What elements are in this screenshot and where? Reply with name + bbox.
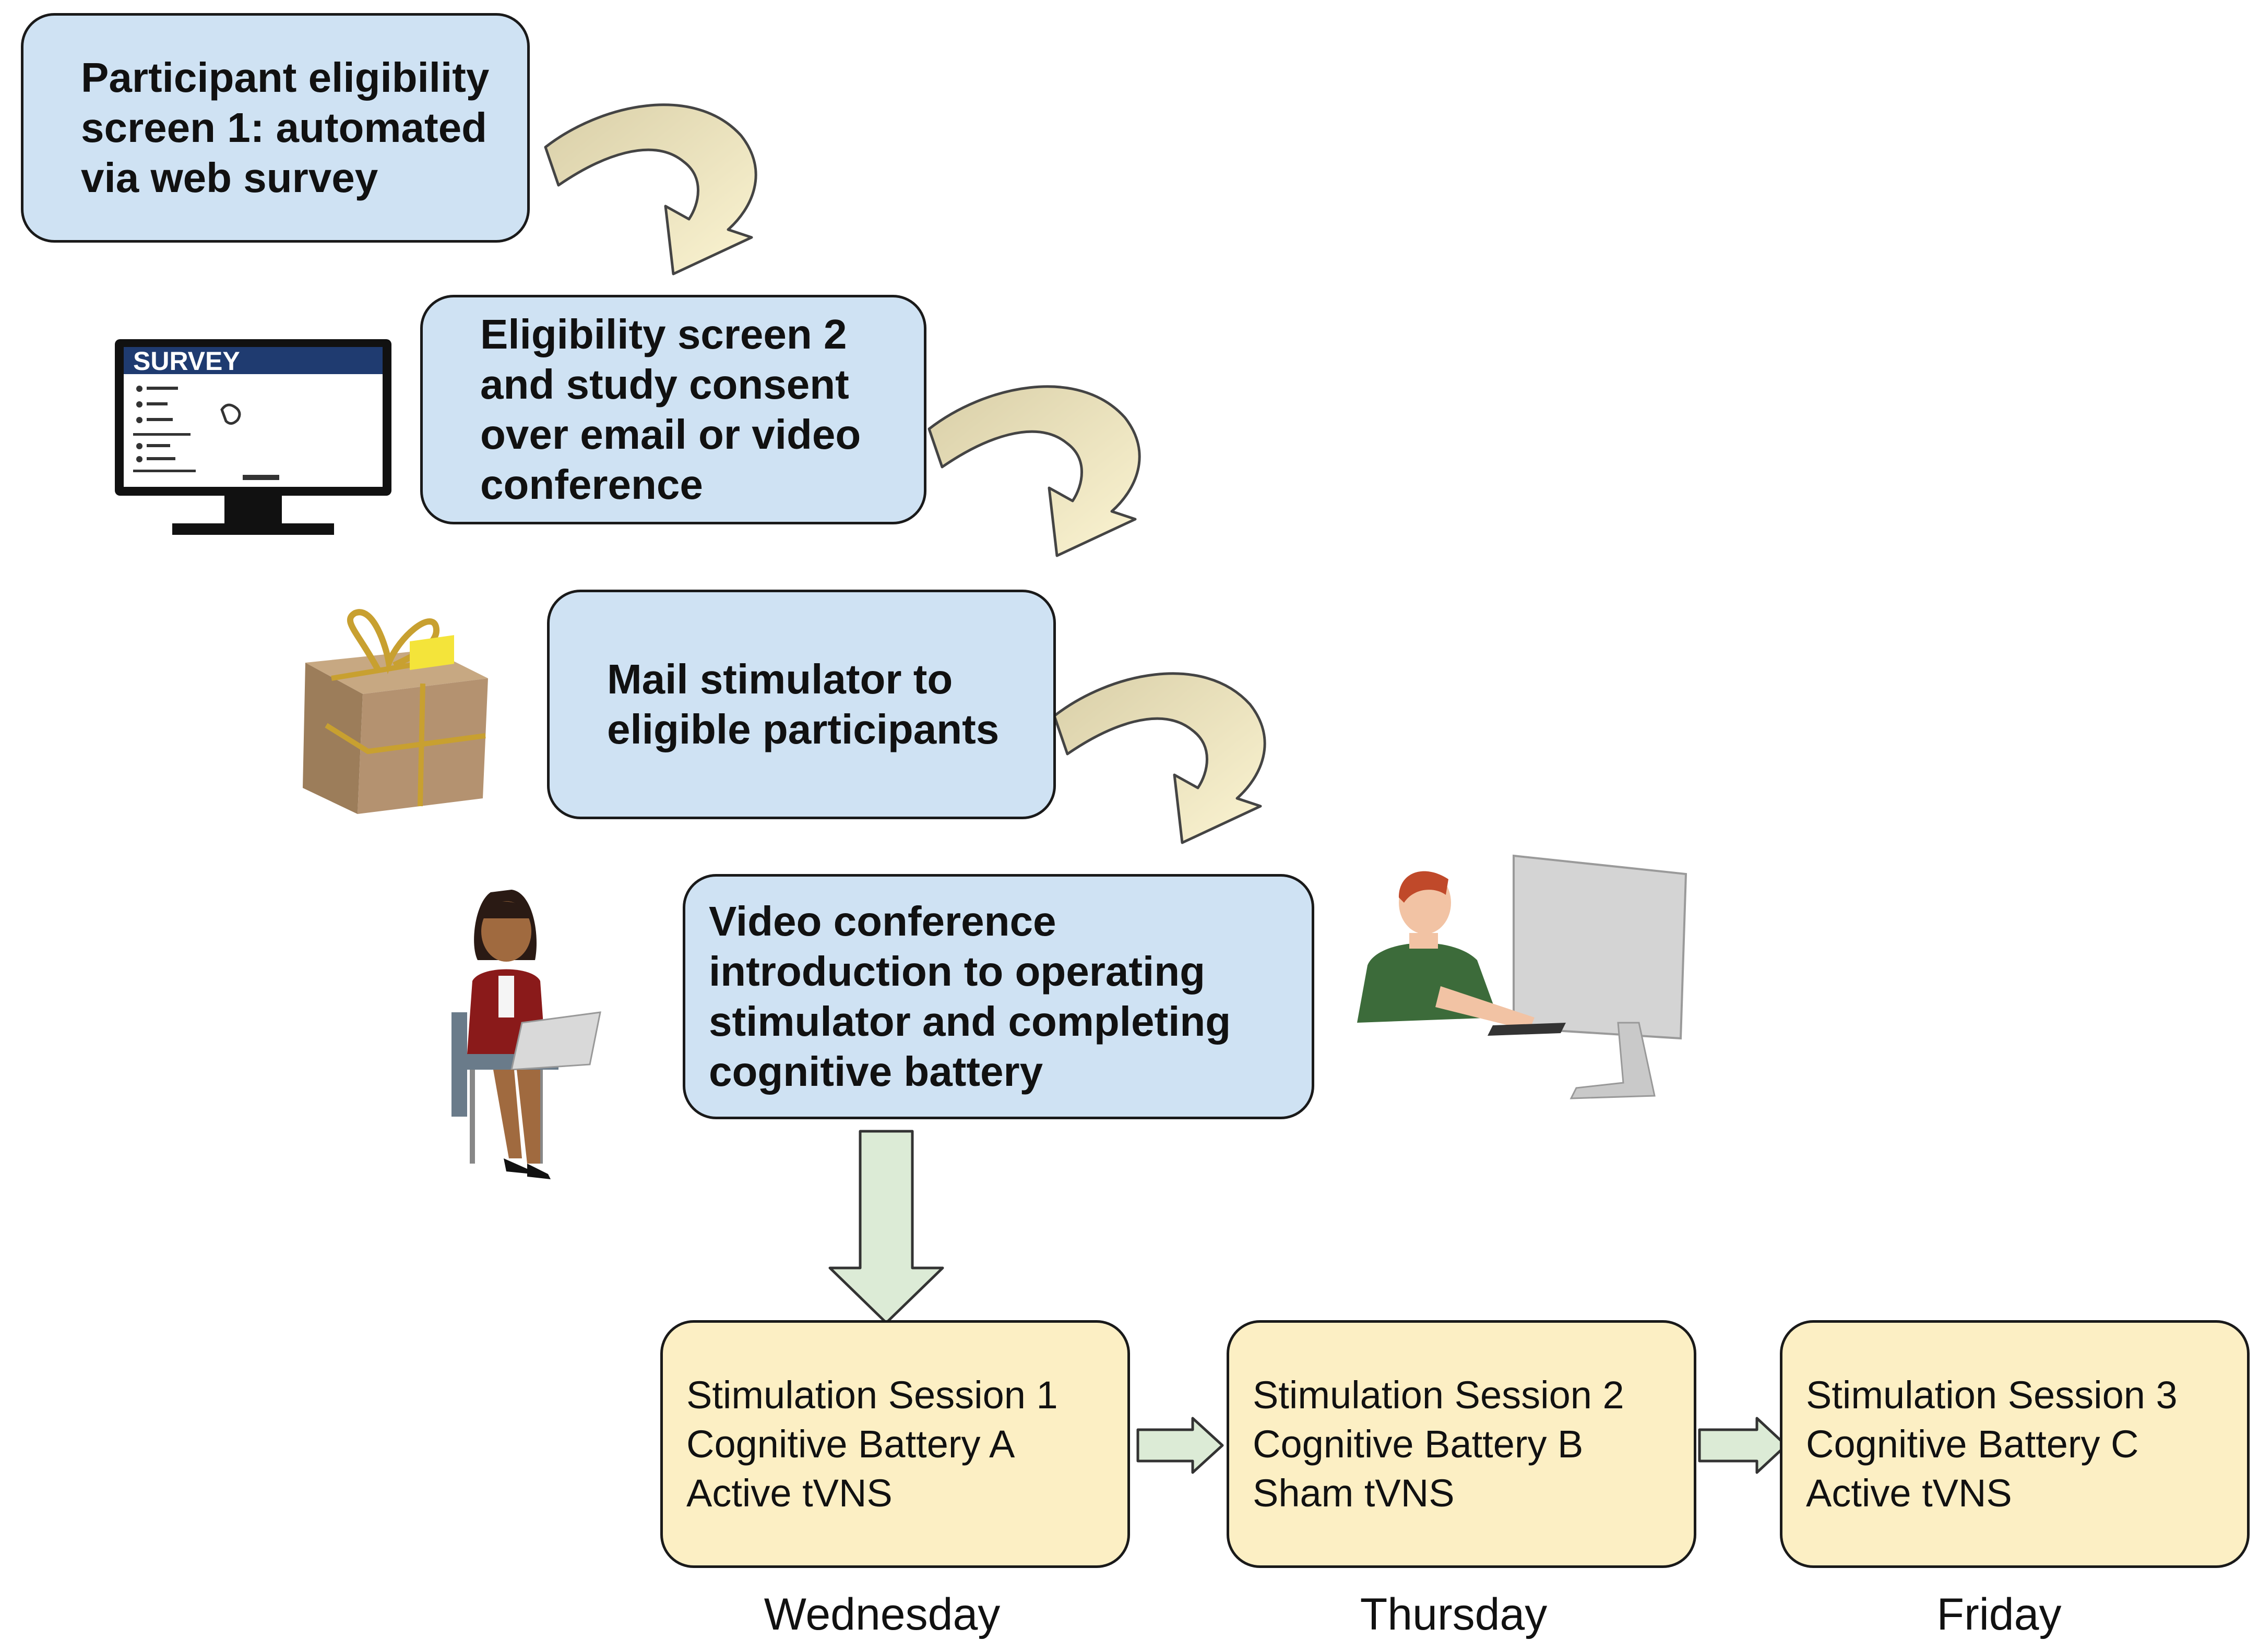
step-1-line: Participant eligibility [81,54,490,101]
day-label-2: Thursday [1360,1589,1548,1639]
step-4-line: cognitive battery [709,1048,1043,1095]
session-box-1: Stimulation Session 1 Cognitive Battery … [660,1320,1130,1568]
session-2-line: Cognitive Battery B [1253,1422,1584,1466]
step-2-text: Eligibility screen 2 and study consent o… [480,309,903,510]
session-3-line: Active tVNS [1806,1471,2012,1515]
right-arrow-1 [1136,1417,1224,1474]
day-label-3: Friday [1936,1589,2062,1639]
session-box-3: Stimulation Session 3 Cognitive Battery … [1780,1320,2250,1568]
session-1-line: Cognitive Battery A [686,1422,1015,1466]
session-2-line: Stimulation Session 2 [1253,1373,1624,1417]
day-label-1: Wednesday [764,1589,1001,1639]
step-1-text: Participant eligibility screen 1: automa… [81,53,506,203]
session-box-2: Stimulation Session 2 Cognitive Battery … [1227,1320,1696,1568]
step-1-line: via web survey [81,154,378,201]
step-2-line: conference [480,461,703,508]
step-box-3: Mail stimulator to eligible participants [547,590,1056,819]
curved-arrow-1 [544,103,757,276]
curved-arrow-2 [928,385,1141,557]
step-3-text: Mail stimulator to eligible participants [607,654,1032,755]
step-box-1: Participant eligibility screen 1: automa… [21,13,530,243]
step-4-line: stimulator and completing [709,998,1231,1045]
step-4-line: introduction to operating [709,948,1205,995]
session-1-line: Active tVNS [686,1471,893,1515]
session-3-line: Stimulation Session 3 [1806,1373,2178,1417]
step-4-line: Video conference [709,898,1056,944]
step-4-text: Video conference introduction to operati… [709,896,1291,1097]
step-box-2: Eligibility screen 2 and study consent o… [420,295,926,524]
step-2-line: Eligibility screen 2 [480,311,847,357]
step-2-line: over email or video [480,411,861,458]
session-2-text: Stimulation Session 2 Cognitive Battery … [1253,1371,1673,1518]
woman-with-laptop-icon [451,890,601,1179]
curved-arrow-3 [1053,672,1266,844]
right-arrow-2 [1698,1417,1788,1474]
step-box-4: Video conference introduction to operati… [683,874,1314,1119]
package-icon [303,609,488,814]
step-2-line: and study consent [480,361,849,408]
step-3-line: eligible participants [607,706,1000,752]
step-1-line: screen 1: automated [81,104,488,151]
session-1-text: Stimulation Session 1 Cognitive Battery … [686,1371,1107,1518]
session-2-line: Sham tVNS [1253,1471,1455,1515]
man-at-computer-icon [1357,854,1687,1099]
step-3-line: Mail stimulator to [607,656,953,702]
survey-screen-label: SURVEY [133,346,240,376]
session-1-line: Stimulation Session 1 [686,1373,1058,1417]
session-3-text: Stimulation Session 3 Cognitive Battery … [1806,1371,2226,1518]
session-3-line: Cognitive Battery C [1806,1422,2139,1466]
computer-monitor-icon: SURVEY [115,339,391,535]
down-arrow [828,1130,944,1324]
